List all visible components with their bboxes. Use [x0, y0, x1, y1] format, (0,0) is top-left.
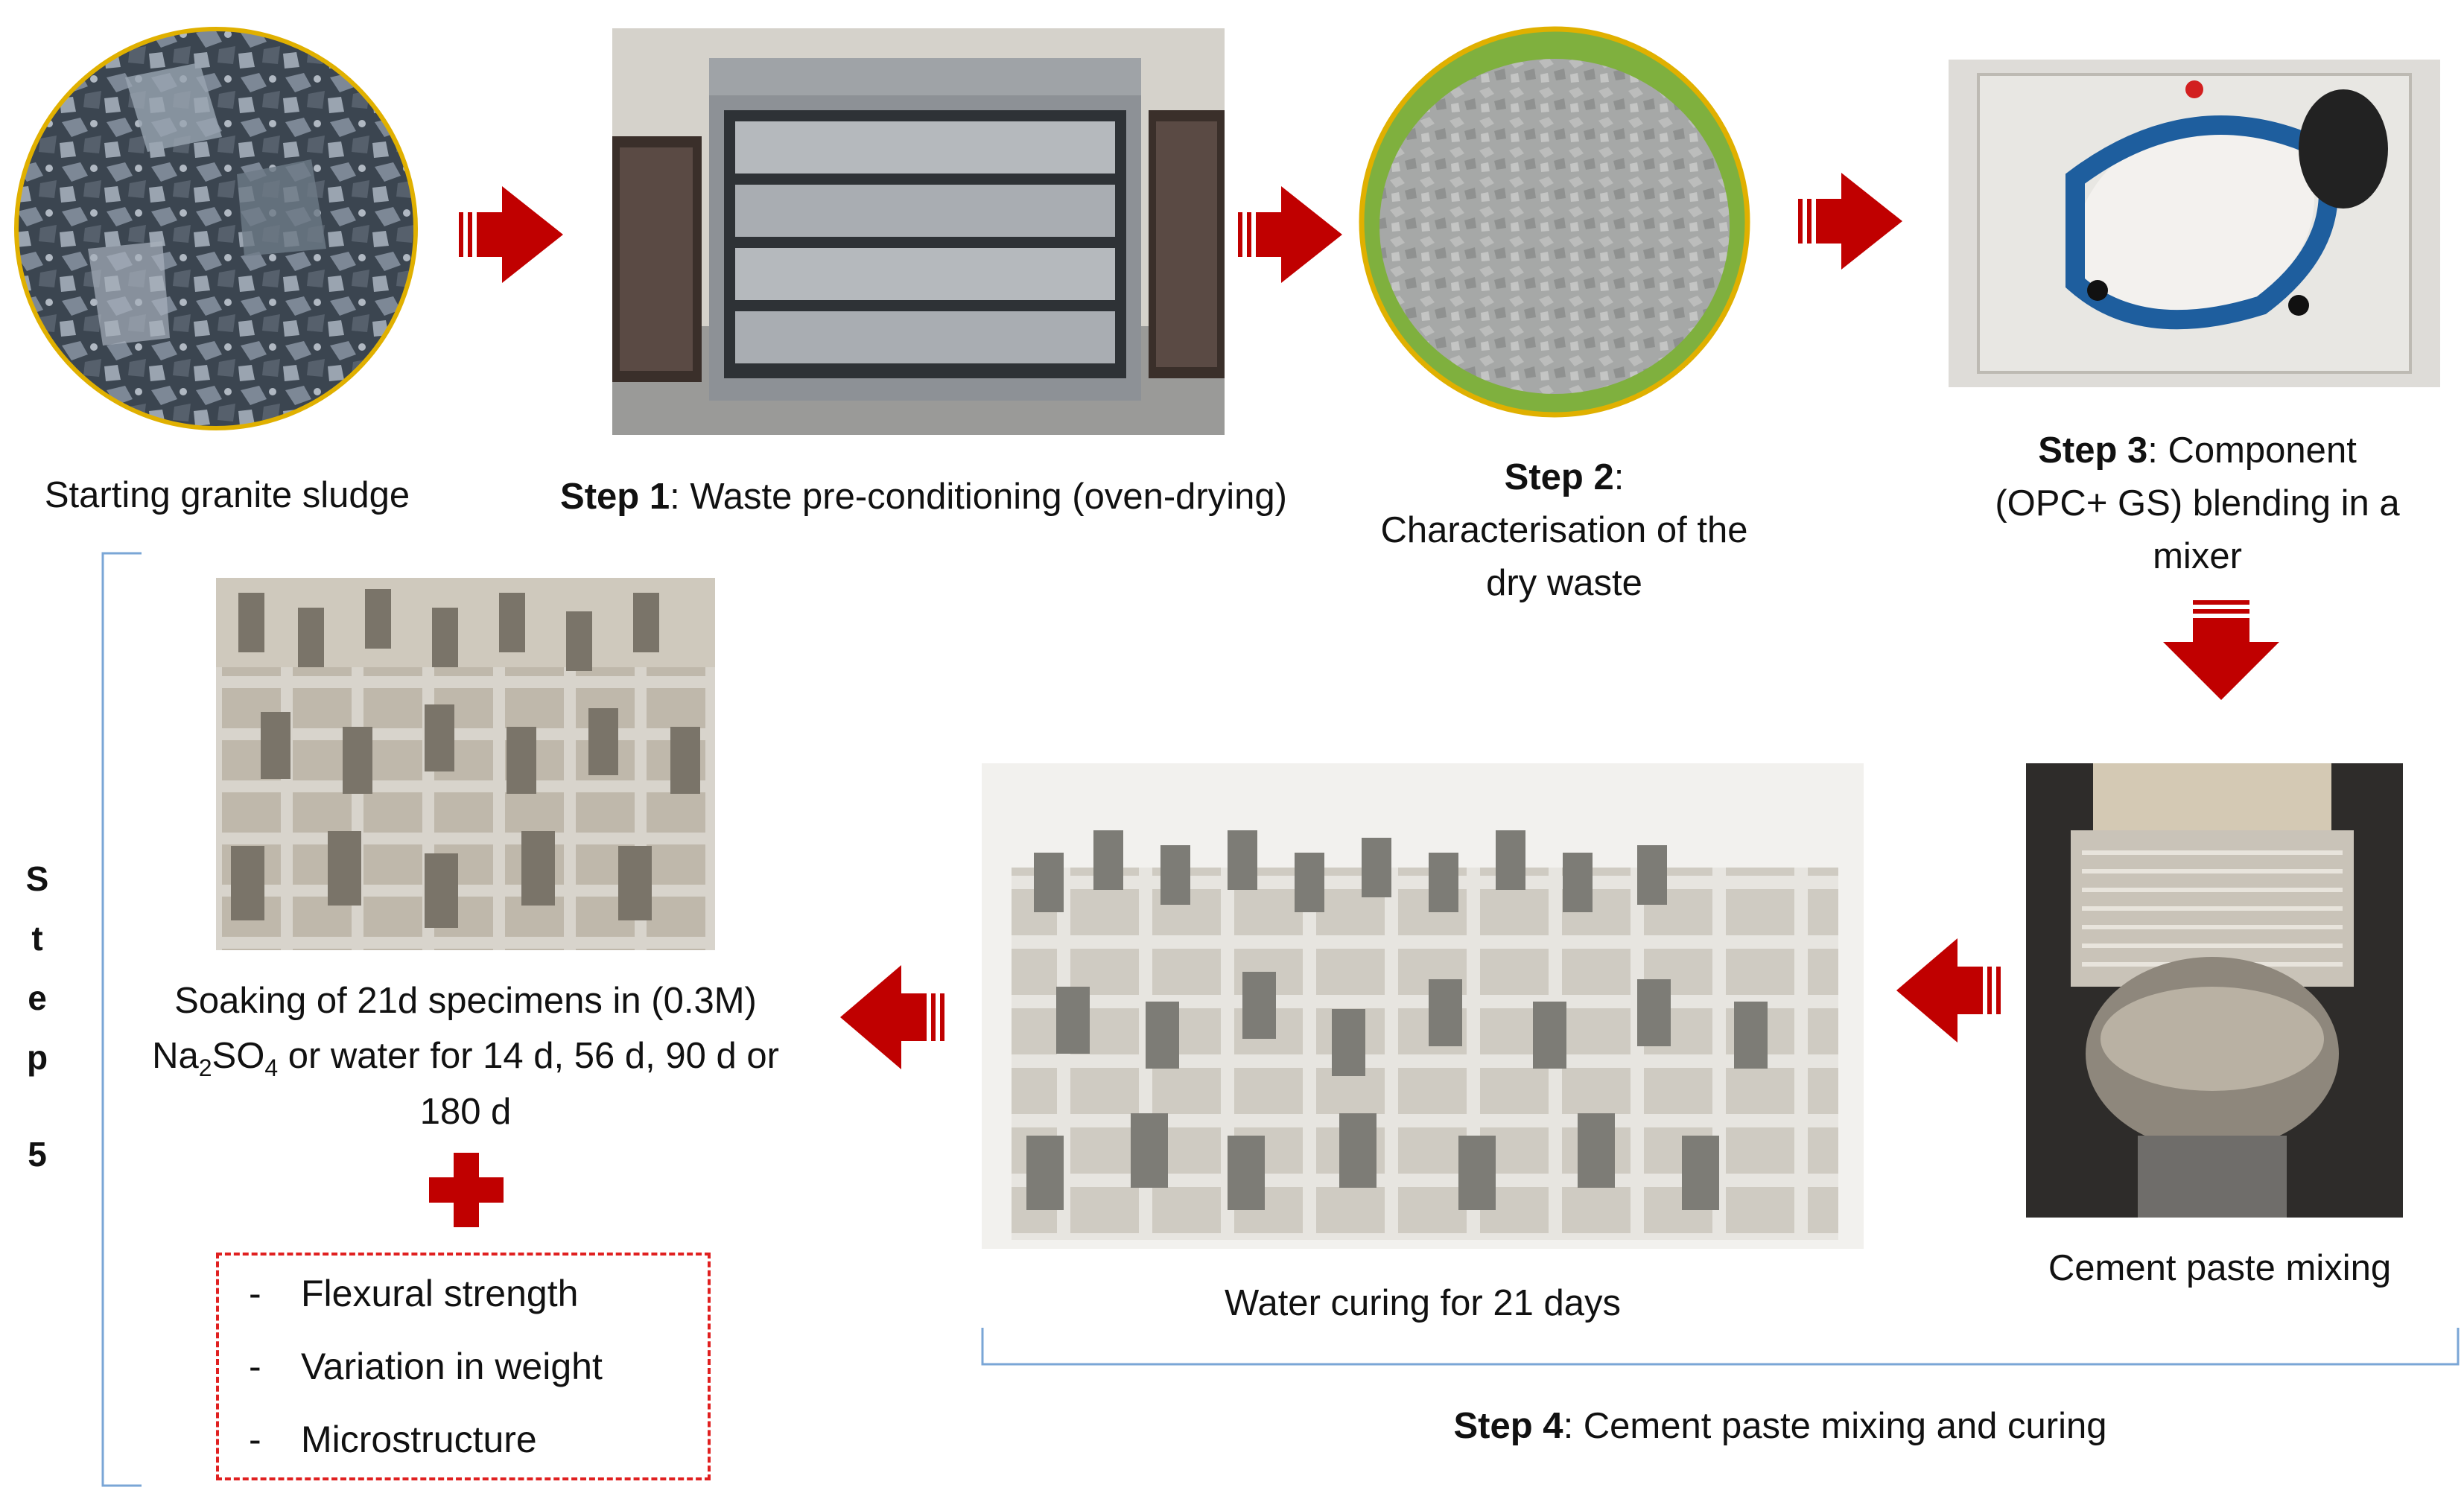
step5-number: 5	[28, 1135, 47, 1174]
tests-box: -Flexural strength -Variation in weight …	[216, 1253, 711, 1480]
step2-label: Step 2	[1504, 457, 1614, 497]
soak-line1: Soaking of 21d specimens in (0.3M)	[174, 981, 757, 1021]
cement-mixer-photo	[2026, 763, 2403, 1218]
red-plus-icon	[429, 1153, 504, 1227]
soak-so: SO	[212, 1035, 265, 1076]
test-item-weight: -Variation in weight	[249, 1345, 603, 1388]
soak-sub2: 2	[198, 1054, 212, 1081]
test-label: Flexural strength	[301, 1273, 579, 1314]
curing-caption: Water curing for 21 days	[1162, 1277, 1683, 1330]
step3-caption: Step 3: Component (OPC+ GS) blending in …	[1937, 424, 2458, 583]
arrow-right-icon-1	[459, 186, 563, 283]
soak-na: Na	[152, 1035, 199, 1076]
test-dash: -	[249, 1419, 261, 1460]
step5-letter-t: t	[31, 919, 43, 958]
step2-line3: dry waste	[1486, 563, 1642, 604]
soak-line2: Na2SO4 or water for 14 d, 56 d, 90 d or	[104, 1029, 827, 1086]
soak-rest: or water for 14 d, 56 d, 90 d or	[278, 1035, 779, 1076]
soaking-caption: Soaking of 21d specimens in (0.3M) Na2SO…	[104, 974, 827, 1140]
step5-letter-s: S	[25, 859, 49, 898]
step3-line3: mixer	[2153, 536, 2242, 577]
curing-caption-text: Water curing for 21 days	[1225, 1283, 1621, 1323]
test-label: Microstructure	[301, 1419, 537, 1460]
step4-bracket	[981, 1328, 2460, 1366]
step5-bracket	[101, 552, 142, 1487]
test-dash: -	[249, 1346, 261, 1387]
arrow-down-icon	[2163, 600, 2279, 700]
step5-letter-p: p	[26, 1038, 48, 1077]
step2-colon: :	[1613, 457, 1625, 497]
arrow-right-icon-3	[1798, 173, 1902, 270]
soak-line3: 180 d	[419, 1092, 512, 1133]
step1-label: Step 1	[560, 477, 670, 517]
step2-line2: Characterisation of the	[1380, 510, 1748, 551]
drying-oven-photo	[612, 28, 1225, 435]
step4-text: : Cement paste mixing and curing	[1563, 1406, 2107, 1446]
test-label: Variation in weight	[301, 1346, 603, 1387]
dry-waste-photo	[1359, 25, 1750, 419]
test-item-flexural: -Flexural strength	[249, 1272, 578, 1315]
test-dash: -	[249, 1273, 261, 1314]
step4-label: Step 4	[1453, 1406, 1563, 1446]
soak-sub4: 4	[264, 1054, 279, 1081]
step1-text: : Waste pre-conditioning (oven-drying)	[670, 477, 1287, 517]
step4-caption: Step 4: Cement paste mixing and curing	[1371, 1400, 2190, 1453]
blending-mixer-photo	[1949, 60, 2440, 387]
arrow-left-icon-1	[1896, 938, 2001, 1043]
step5-letter-e: e	[28, 978, 47, 1017]
start-caption: Starting granite sludge	[7, 469, 447, 522]
test-item-microstructure: -Microstructure	[249, 1418, 537, 1461]
water-curing-photo	[982, 763, 1864, 1249]
step3-line2: (OPC+ GS) blending in a	[1995, 483, 2400, 524]
step3-label: Step 3	[2038, 430, 2148, 471]
granite-sludge-photo	[13, 25, 419, 432]
arrow-left-icon-2	[840, 965, 944, 1069]
step1-caption: Step 1: Waste pre-conditioning (oven-dry…	[514, 471, 1333, 524]
step5-vertical-label: S t e p 5	[15, 849, 60, 1184]
mixing-caption: Cement paste mixing	[2004, 1242, 2436, 1295]
arrow-right-icon-2	[1238, 186, 1342, 283]
mixing-caption-text: Cement paste mixing	[2048, 1248, 2392, 1288]
soaking-specimens-photo	[216, 578, 715, 950]
step3-text: : Component	[2147, 430, 2357, 471]
step2-caption: Step 2: Characterisation of the dry wast…	[1326, 451, 1803, 610]
start-caption-text: Starting granite sludge	[44, 475, 410, 515]
